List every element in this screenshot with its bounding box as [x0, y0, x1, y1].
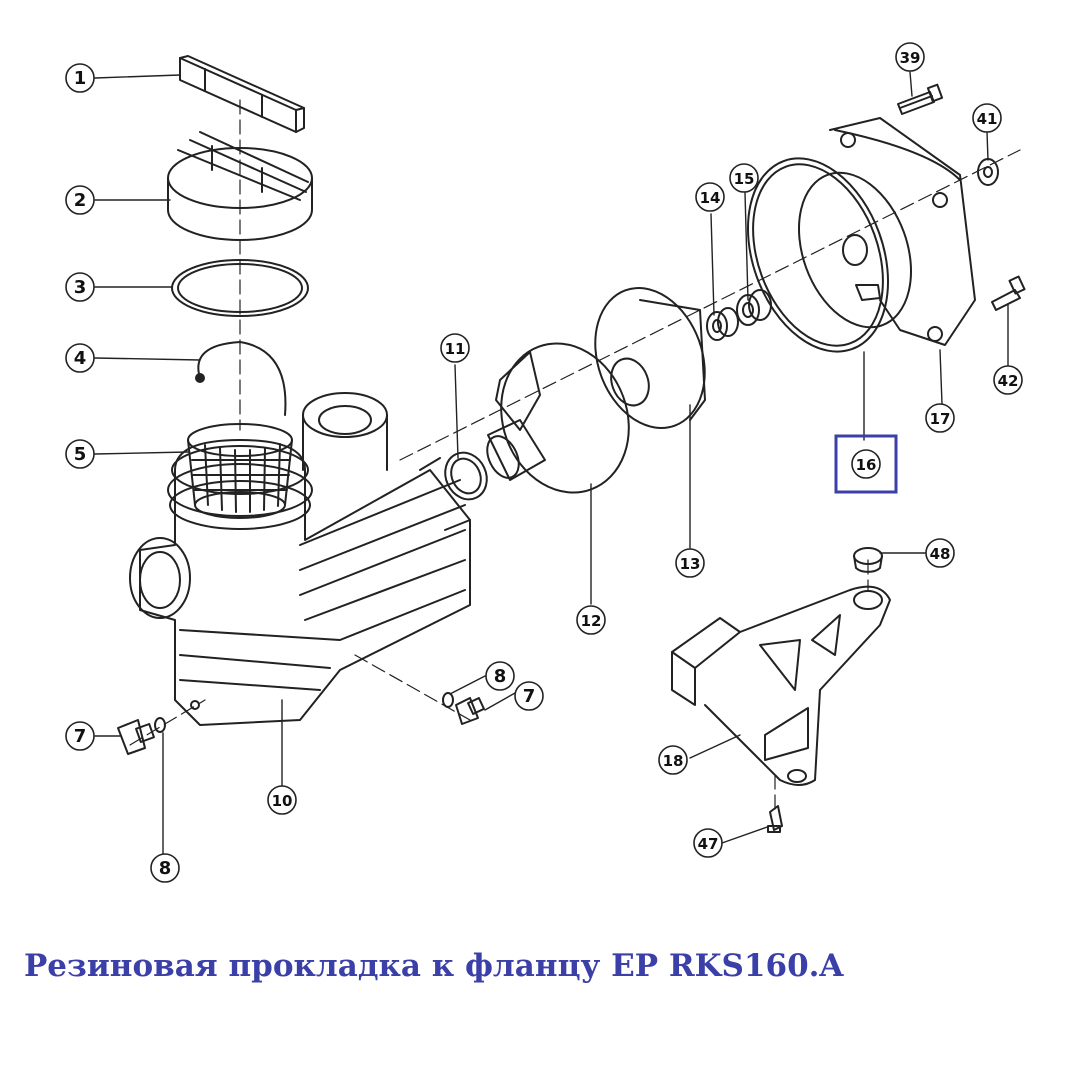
callout-label: 11: [445, 340, 466, 358]
callout-c7a: 7: [65, 721, 95, 751]
leader-lines: [94, 71, 1009, 856]
part-13-impeller: [594, 287, 706, 429]
part-8-oring-right: [442, 692, 454, 708]
part-8-oring-left: [154, 717, 166, 733]
part-48-bushing: [853, 547, 883, 573]
part-2-lid: [167, 131, 313, 241]
callout-label: 18: [663, 752, 684, 770]
callout-label: 17: [930, 410, 951, 428]
callout-label: 48: [930, 545, 951, 563]
callout-label: 8: [494, 666, 507, 687]
callout-label: 42: [998, 372, 1019, 390]
callout-c42: 42: [993, 365, 1023, 395]
part-12-diffuser: [486, 342, 630, 494]
callout-label: 16: [856, 456, 877, 474]
callout-label: 7: [74, 726, 87, 747]
part-4-clip: [197, 341, 287, 416]
callout-c7b: 7: [514, 681, 544, 711]
part-39-bolt: [897, 83, 944, 115]
callout-c4: 4: [65, 343, 95, 373]
part-5-basket: [187, 423, 293, 519]
part-18-stand: [671, 585, 891, 786]
part-7-drain-plug-left: [117, 719, 155, 755]
part-47-screw: [767, 805, 783, 833]
callout-label: 4: [74, 348, 87, 369]
part-3-lid-oring: [171, 259, 309, 317]
callout-label: 47: [698, 835, 719, 853]
part-10-pump-body: [129, 392, 471, 726]
callout-c18: 18: [658, 745, 688, 775]
callout-label: 12: [581, 612, 602, 630]
callout-c17: 17: [925, 403, 955, 433]
callout-c41: 41: [972, 103, 1002, 133]
callout-c8b: 8: [150, 853, 180, 883]
callout-c48: 48: [925, 538, 955, 568]
part-1-handle: [179, 55, 305, 133]
callout-c47: 47: [693, 828, 723, 858]
part-41-washer: [977, 158, 999, 186]
callout-c39: 39: [895, 42, 925, 72]
callout-c10: 10: [267, 785, 297, 815]
callout-label: 10: [272, 792, 293, 810]
part-14-seal: [706, 307, 739, 341]
callout-label: 41: [977, 110, 998, 128]
callout-label: 2: [74, 190, 87, 211]
part-42-bolt: [991, 275, 1026, 311]
callout-c8a: 8: [485, 661, 515, 691]
part-16-flange-gasket: [746, 157, 890, 353]
callout-c3: 3: [65, 272, 95, 302]
part-11-oring: [444, 451, 488, 501]
callout-c16: 16: [851, 449, 881, 479]
callout-label: 8: [159, 858, 172, 879]
highlight-box-16: [834, 434, 898, 494]
part-caption: Резиновая прокладка к фланцу EP RKS160.A: [24, 948, 844, 984]
callout-label: 14: [700, 189, 721, 207]
callout-label: 5: [74, 444, 87, 465]
callout-label: 3: [74, 277, 87, 298]
callout-c13: 13: [675, 548, 705, 578]
callout-c14: 14: [695, 182, 725, 212]
callout-label: 1: [74, 68, 87, 89]
callout-c11: 11: [440, 333, 470, 363]
part-15-seal: [736, 289, 772, 326]
part-7-drain-plug-right: [455, 697, 485, 725]
callout-label: 39: [900, 49, 921, 67]
part-17-flange: [797, 117, 976, 346]
callout-label: 13: [680, 555, 701, 573]
callout-c1: 1: [65, 63, 95, 93]
callout-c12: 12: [576, 605, 606, 635]
callout-label: 15: [734, 170, 755, 188]
callout-c15: 15: [729, 163, 759, 193]
callout-c5: 5: [65, 439, 95, 469]
callout-c2: 2: [65, 185, 95, 215]
callout-label: 7: [523, 686, 536, 707]
